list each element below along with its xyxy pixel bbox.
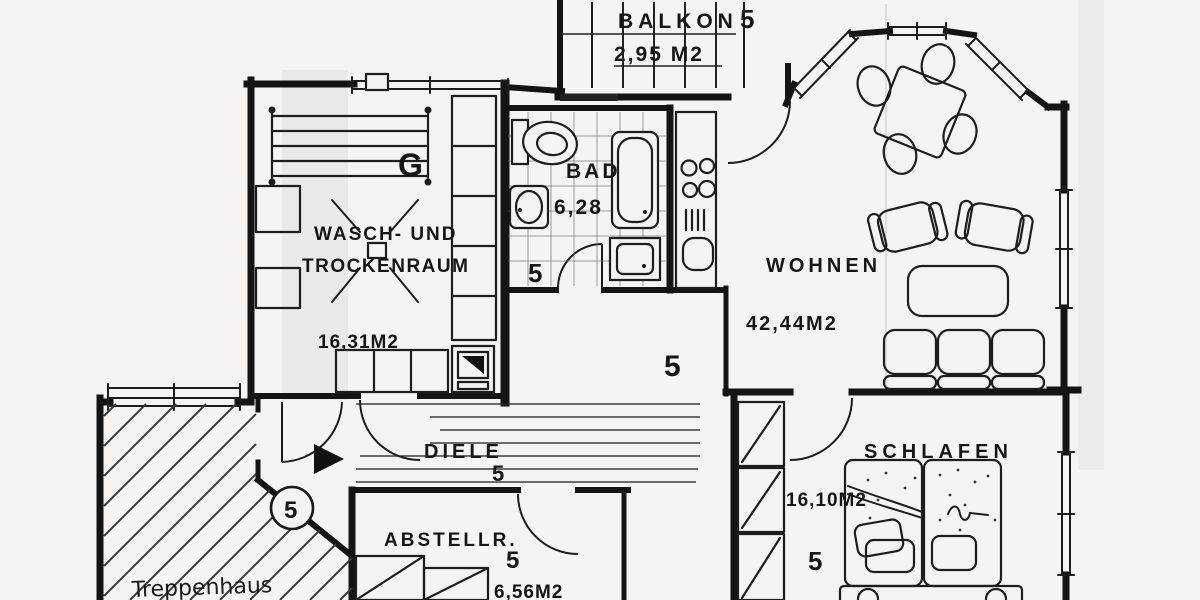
- pillar: [366, 241, 388, 260]
- chair-icon: [882, 133, 918, 175]
- wohnen-label: WOHNEN: [766, 255, 881, 277]
- door-swing: [517, 493, 579, 555]
- stairwell-hatching: [103, 403, 353, 600]
- window: [791, 29, 859, 99]
- door-swing: [789, 397, 853, 461]
- chimney-block: [364, 72, 390, 92]
- scan-edge-band: [1078, 0, 1104, 470]
- living-room-furniture: [856, 43, 1046, 391]
- diele-unit: 5: [492, 461, 504, 486]
- cabinet: [254, 184, 302, 234]
- door-swing: [727, 100, 791, 164]
- stove-icon: [680, 157, 717, 199]
- armchair-icon: [866, 201, 949, 253]
- sofa-icon: [882, 328, 1046, 391]
- windows: [107, 22, 1075, 576]
- chair-icon: [942, 113, 978, 155]
- stairwell-unit: 5: [284, 497, 297, 524]
- abstellraum-unit: 5: [506, 547, 519, 574]
- diele-label: DIELE: [424, 441, 503, 463]
- bad-unit: 5: [528, 258, 542, 288]
- bed-footboard: [838, 584, 1024, 600]
- double-bed-icon: [838, 458, 1024, 600]
- chair-icon: [856, 65, 892, 107]
- balkon-label: BALKON: [618, 10, 738, 33]
- laundry-g-label: G: [398, 147, 423, 183]
- abstellraum-label: ABSTELLR.: [384, 530, 518, 551]
- doors: [281, 100, 853, 555]
- schlafen-unit: 5: [808, 546, 822, 576]
- cabinet: [254, 266, 302, 310]
- vent-cross-marks: [331, 199, 419, 303]
- kitchenette: [674, 110, 718, 290]
- window-threshold: [560, 94, 618, 101]
- balkon-area: 2,95 M2: [614, 43, 704, 66]
- laundry-area: 16,31M2: [318, 332, 399, 353]
- abstellraum-area: 6,56M2: [494, 582, 563, 600]
- coffee-table-icon: [906, 264, 1010, 318]
- wardrobe-icon: [736, 400, 786, 600]
- shower-icon: [608, 236, 662, 282]
- laundry-label-line1: WASCH- UND: [314, 224, 458, 245]
- window: [887, 22, 947, 40]
- stairwell-unit-badge: 5: [269, 485, 315, 531]
- room-labels: BALKON 5 2,95 M2 BAD 6,28 5 G WASCH- UND…: [130, 4, 1013, 600]
- scan-fold-shadow: [282, 70, 348, 400]
- cabinet-column: [450, 94, 498, 342]
- entrance-arrow-icon: [314, 444, 344, 474]
- window: [1057, 451, 1075, 576]
- balkon-unit: 5: [740, 4, 754, 34]
- hallway-floor-lines: [356, 403, 700, 483]
- toilet-icon: [510, 118, 578, 166]
- kitchen-sink-icon: [681, 236, 715, 272]
- schlafen-label: SCHLAFEN: [864, 441, 1013, 463]
- bedroom-furniture: [736, 400, 1024, 600]
- chair-icon: [920, 43, 956, 85]
- armchair-icon: [954, 199, 1034, 255]
- door-swing: [281, 401, 343, 463]
- treppenhaus-label: Treppenhaus: [130, 573, 272, 600]
- laundry-label-line2: TROCKENRAUM: [302, 256, 469, 277]
- door-swing: [557, 243, 603, 289]
- storage-shelves: [354, 554, 490, 600]
- pillow-icon: [864, 538, 916, 574]
- bad-area: 6,28: [554, 196, 603, 219]
- boiler-icon: [450, 344, 496, 394]
- wohnen-unit: 5: [664, 350, 681, 383]
- bathroom: [508, 112, 666, 286]
- dish-rack-icon: [684, 208, 706, 232]
- bathtub-icon: [610, 130, 660, 230]
- window: [965, 35, 1031, 101]
- walls: [96, 0, 1082, 600]
- dining-table-icon: [856, 43, 978, 175]
- laundry-room: [254, 72, 498, 394]
- drying-rack-icon: [268, 106, 432, 186]
- balcony-railing: [560, 2, 745, 88]
- pillow-icon: [853, 518, 905, 558]
- window: [1055, 189, 1073, 309]
- door-swing: [359, 399, 421, 461]
- mattress-speckles: [866, 468, 997, 532]
- cabinet-row: [334, 348, 450, 394]
- bathroom-sink-icon: [508, 184, 550, 230]
- window: [107, 383, 241, 411]
- schlafen-area: 16,10M2: [786, 490, 867, 511]
- pillow-icon: [930, 534, 978, 572]
- kitchen-counter: [674, 110, 718, 290]
- wohnen-area: 42,44M2: [746, 313, 838, 335]
- bad-label: BAD: [566, 160, 621, 183]
